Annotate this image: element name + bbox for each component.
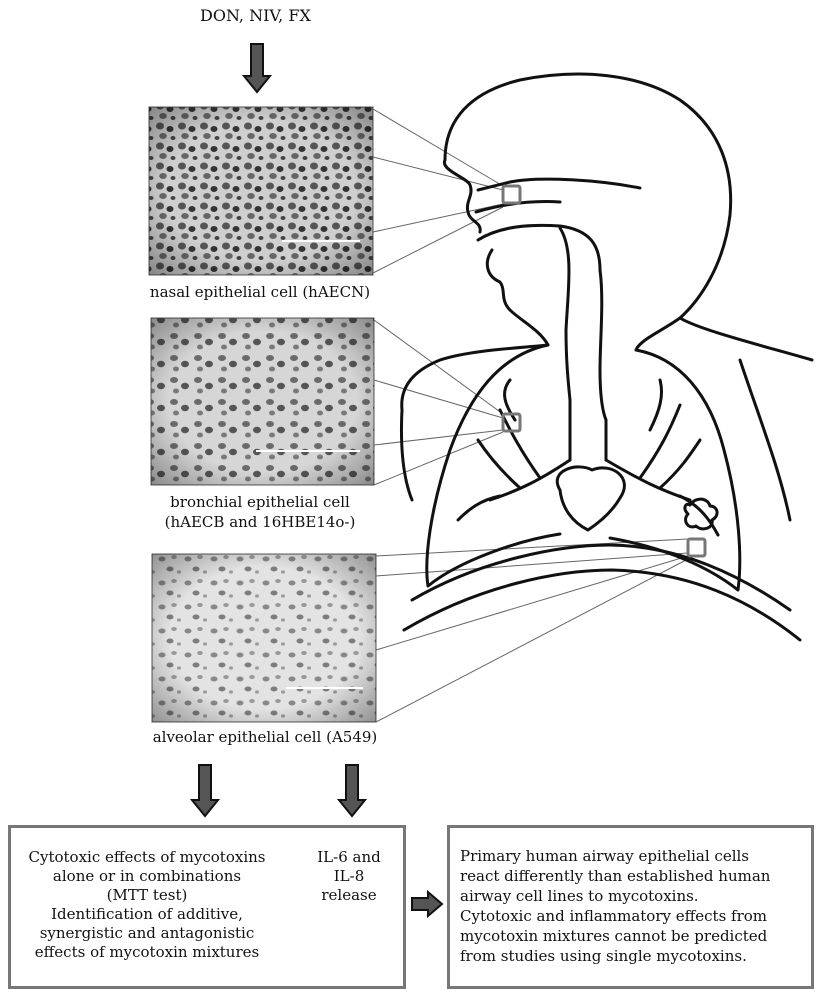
conclusion-line-6: from studies using single mycotoxins. [460, 947, 747, 965]
results-box [8, 825, 406, 989]
cytotoxic-line-1: Cytotoxic effects of mycotoxins [28, 848, 266, 866]
cytokine-line-3: release [321, 886, 377, 904]
down-arrow-inputs [241, 43, 273, 94]
nasal-cell-label: nasal epithelial cell (hAECN) [149, 283, 371, 301]
nasal-micrograph [148, 106, 374, 276]
cytokine-line-2: IL-8 [333, 867, 365, 885]
alveolar-cell-label: alveolar epithelial cell (A549) [152, 728, 378, 746]
conclusion-line-2: react differently than established human [460, 867, 771, 885]
conclusion-line-3: airway cell lines to mycotoxins. [460, 887, 699, 905]
cytotoxic-line-4: Identification of additive, [51, 905, 243, 923]
right-arrow-conclusion [411, 889, 444, 919]
bronchial-micrograph [150, 317, 375, 486]
conclusion-line-1: Primary human airway epithelial cells [460, 847, 750, 865]
mycotoxin-inputs-label: DON, NIV, FX [200, 6, 311, 25]
region-markers [501, 184, 707, 558]
bronchial-cell-label-line2: (hAECB and 16HBE14o-) [164, 513, 356, 531]
human-airway-outline [400, 72, 814, 642]
alveolar-micrograph [151, 553, 377, 723]
down-arrow-cytotoxic [189, 764, 221, 818]
cytotoxic-line-6: effects of mycotoxin mixtures [34, 943, 260, 961]
cytokine-line-1: IL-6 and [317, 848, 381, 866]
bronchial-cell-label-line1: bronchial epithelial cell [170, 493, 350, 511]
conclusion-line-4: Cytotoxic and inflammatory effects from [460, 907, 768, 925]
cytotoxic-line-2: alone or in combinations [52, 867, 242, 885]
cytotoxic-line-3: (MTT test) [106, 886, 188, 904]
cytotoxic-line-5: synergistic and antagonistic [39, 924, 255, 942]
conclusion-box [447, 825, 814, 989]
conclusion-line-5: mycotoxin mixtures cannot be predicted [460, 927, 768, 945]
down-arrow-cytokine [336, 764, 368, 818]
